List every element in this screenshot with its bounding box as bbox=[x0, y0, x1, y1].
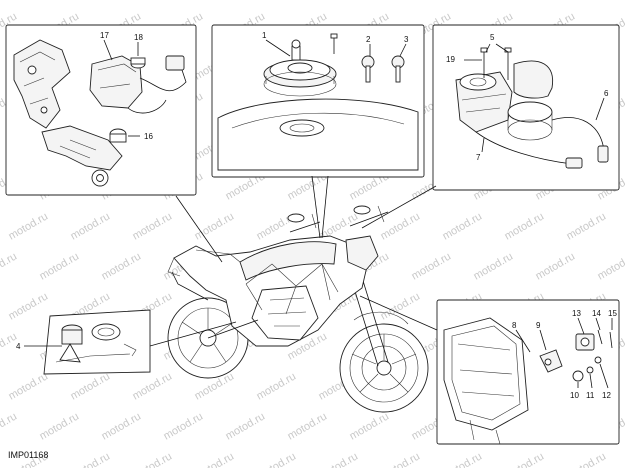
panel-left-middle-frame bbox=[43, 309, 151, 375]
panel-left-middle: 4 bbox=[16, 309, 151, 375]
watermark-text: motod.ru bbox=[193, 210, 237, 242]
callout-16: 16 bbox=[144, 132, 153, 141]
watermark-text: motod.ru bbox=[596, 250, 625, 282]
callout-13: 13 bbox=[572, 309, 581, 318]
callout-2: 2 bbox=[366, 35, 371, 44]
watermark-text: motod.ru bbox=[69, 210, 113, 242]
callout-18: 18 bbox=[134, 33, 143, 42]
watermark-text: motod.ru bbox=[441, 210, 485, 242]
screw-14 bbox=[597, 329, 603, 345]
callout-1: 1 bbox=[262, 31, 267, 40]
callout-19: 19 bbox=[446, 55, 455, 64]
callout-9: 9 bbox=[536, 321, 541, 330]
watermark-text: motod.ru bbox=[131, 210, 175, 242]
tank-opening bbox=[91, 323, 121, 341]
diagram-code: IMP01168 bbox=[8, 450, 48, 460]
panel-top-left: 17 18 16 bbox=[5, 24, 197, 196]
watermark-text: motod.ru bbox=[286, 410, 330, 442]
lock-ring bbox=[507, 101, 553, 123]
watermark-text: motod.ru bbox=[131, 450, 175, 468]
watermark-text: motod.ru bbox=[131, 370, 175, 402]
watermark-text: motod.ru bbox=[224, 410, 268, 442]
watermark-text: motod.ru bbox=[38, 410, 82, 442]
watermark-text: motod.ru bbox=[193, 450, 237, 468]
harness bbox=[551, 117, 605, 151]
panel-bottom-right: 8 9 13 14 15 10 11 12 bbox=[436, 299, 620, 445]
lock-cover bbox=[513, 60, 554, 99]
callout-14: 14 bbox=[592, 309, 601, 318]
watermark-text: motod.ru bbox=[410, 250, 454, 282]
watermark-text: motod.ru bbox=[0, 250, 19, 282]
watermark-text: motod.ru bbox=[7, 370, 51, 402]
callout-17: 17 bbox=[100, 31, 109, 40]
switch-unit bbox=[61, 329, 83, 345]
callout-8: 8 bbox=[512, 321, 517, 330]
callout-3: 3 bbox=[404, 35, 409, 44]
nut-12 bbox=[594, 356, 602, 364]
callout-4: 4 bbox=[16, 342, 21, 351]
watermark-text: motod.ru bbox=[162, 410, 206, 442]
callout-5: 5 bbox=[490, 33, 495, 42]
connector bbox=[165, 55, 185, 71]
panel-top-middle: 1 2 3 bbox=[211, 24, 425, 178]
watermark-text: motod.ru bbox=[503, 210, 547, 242]
leader-lines bbox=[149, 175, 438, 347]
watermark-text: motod.ru bbox=[255, 370, 299, 402]
panel-top-right: 5 19 6 7 bbox=[432, 24, 620, 191]
callout-6: 6 bbox=[604, 89, 609, 98]
frame-section bbox=[443, 317, 529, 431]
watermark-text: motod.ru bbox=[565, 450, 609, 468]
callout-11: 11 bbox=[586, 391, 595, 400]
watermark-text: motod.ru bbox=[255, 450, 299, 468]
watermark-text: motod.ru bbox=[379, 450, 423, 468]
watermark-text: motod.ru bbox=[38, 250, 82, 282]
watermark-text: motod.ru bbox=[69, 370, 113, 402]
watermark-text: motod.ru bbox=[441, 450, 485, 468]
watermark-text: motod.ru bbox=[7, 210, 51, 242]
fuel-tank bbox=[217, 98, 419, 171]
callout-15: 15 bbox=[608, 309, 617, 318]
lower-bracket bbox=[41, 125, 123, 171]
watermark-text: motod.ru bbox=[69, 450, 113, 468]
watermark-text: motod.ru bbox=[100, 250, 144, 282]
watermark-text: motod.ru bbox=[7, 290, 51, 322]
bracket-plate bbox=[13, 39, 71, 129]
watermark-text: motod.ru bbox=[348, 410, 392, 442]
motorcycle bbox=[167, 205, 429, 413]
watermark-text: motod.ru bbox=[100, 410, 144, 442]
washer-10 bbox=[572, 370, 584, 382]
watermark-text: motod.ru bbox=[503, 450, 547, 468]
callout-10: 10 bbox=[570, 391, 579, 400]
headlight bbox=[345, 235, 379, 271]
key-2 bbox=[361, 55, 375, 83]
watermark-text: motod.ru bbox=[534, 250, 578, 282]
watermark-text: motod.ru bbox=[472, 250, 516, 282]
washer-11 bbox=[586, 366, 594, 374]
harness-connector bbox=[565, 157, 583, 169]
callout-7: 7 bbox=[476, 153, 481, 162]
watermark-text: motod.ru bbox=[565, 210, 609, 242]
watermark-text: motod.ru bbox=[0, 410, 19, 442]
screw-15 bbox=[609, 331, 613, 349]
key-3 bbox=[391, 55, 405, 83]
tank-cap-seat bbox=[279, 119, 325, 137]
callout-12: 12 bbox=[602, 391, 611, 400]
watermark-text: motod.ru bbox=[317, 450, 361, 468]
